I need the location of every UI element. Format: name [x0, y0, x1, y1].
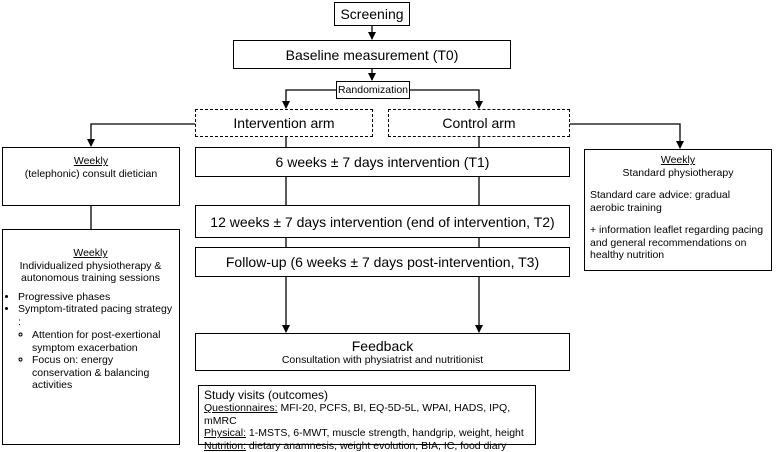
randomization-label: Randomization — [338, 84, 408, 96]
t2-box: 12 weeks ± 7 days intervention (end of i… — [195, 205, 570, 238]
dietician-text: (telephonic) consult dietician — [3, 168, 179, 181]
feedback-box: Feedback Consultation with physiatrist a… — [195, 333, 570, 371]
nutrition-row: Nutrition: dietary anamnesis, weight evo… — [204, 440, 530, 452]
standard-weekly: Weekly — [590, 154, 766, 167]
nutrition-text: dietary anamnesis, weight evolution, BIA… — [246, 440, 506, 452]
physical-label: Physical: — [204, 427, 246, 439]
intervention-arm-label: Intervention arm — [233, 115, 334, 131]
physical-text: 1-MSTS, 6-MWT, muscle strength, handgrip… — [246, 427, 524, 439]
standard-box: Weekly Standard physiotherapy Standard c… — [584, 149, 772, 271]
t1-box: 6 weeks ± 7 days intervention (T1) — [195, 147, 570, 177]
dietician-weekly: Weekly — [3, 155, 179, 168]
standard-leaflet: + information leaflet regarding pacing a… — [590, 224, 766, 262]
dietician-box: Weekly (telephonic) consult dietician — [2, 147, 180, 206]
bullet-progressive: Progressive phases — [18, 291, 175, 304]
randomization-box: Randomization — [336, 81, 410, 99]
arrow-to-intervention — [286, 90, 336, 108]
standard-advice: Standard care advice: gradual aerobic tr… — [590, 189, 766, 214]
arrow-to-dietician — [91, 124, 195, 146]
study-visits-box: Study visits (outcomes) Questionnaires: … — [198, 385, 536, 445]
feedback-title: Feedback — [352, 338, 413, 354]
arrow-to-control — [410, 90, 479, 108]
t3-label: Follow-up (6 weeks ± 7 days post-interve… — [226, 254, 539, 270]
physio-weekly: Weekly — [6, 247, 175, 260]
pacing-sub-bullets: Attention for post-exertional symptom ex… — [18, 329, 175, 392]
sub-bullet-attention: Attention for post-exertional symptom ex… — [32, 329, 175, 354]
feedback-subtitle: Consultation with physiatrist and nutrit… — [282, 354, 483, 367]
baseline-label: Baseline measurement (T0) — [286, 47, 459, 63]
intervention-arm-box: Intervention arm — [195, 109, 373, 137]
standard-title: Standard physiotherapy — [590, 167, 766, 180]
control-arm-box: Control arm — [388, 109, 570, 137]
questionnaires-row: Questionnaires: MFI-20, PCFS, BI, EQ-5D-… — [204, 402, 530, 427]
screening-box: Screening — [334, 2, 410, 26]
screening-label: Screening — [340, 6, 403, 22]
t3-box: Follow-up (6 weeks ± 7 days post-interve… — [195, 247, 570, 277]
physical-row: Physical: 1-MSTS, 6-MWT, muscle strength… — [204, 427, 530, 440]
bullet-pacing-label: Symptom-titrated pacing strategy : — [18, 303, 172, 328]
study-visits-title: Study visits (outcomes) — [204, 388, 530, 402]
physio-text: Individualized physiotherapy & autonomou… — [6, 260, 175, 285]
bullet-pacing: Symptom-titrated pacing strategy : Atten… — [18, 303, 175, 392]
physio-box: Weekly Individualized physiotherapy & au… — [2, 229, 180, 445]
baseline-box: Baseline measurement (T0) — [233, 40, 511, 69]
questionnaires-label: Questionnaires: — [204, 402, 278, 414]
sub-bullet-focus: Focus on: energy conservation & balancin… — [32, 354, 175, 392]
t2-label: 12 weeks ± 7 days intervention (end of i… — [210, 214, 554, 230]
arrow-to-standard — [570, 124, 680, 148]
t1-label: 6 weeks ± 7 days intervention (T1) — [276, 154, 490, 170]
control-arm-label: Control arm — [442, 115, 515, 131]
nutrition-label: Nutrition: — [204, 440, 246, 452]
physio-bullets: Progressive phases Symptom-titrated paci… — [6, 291, 175, 392]
